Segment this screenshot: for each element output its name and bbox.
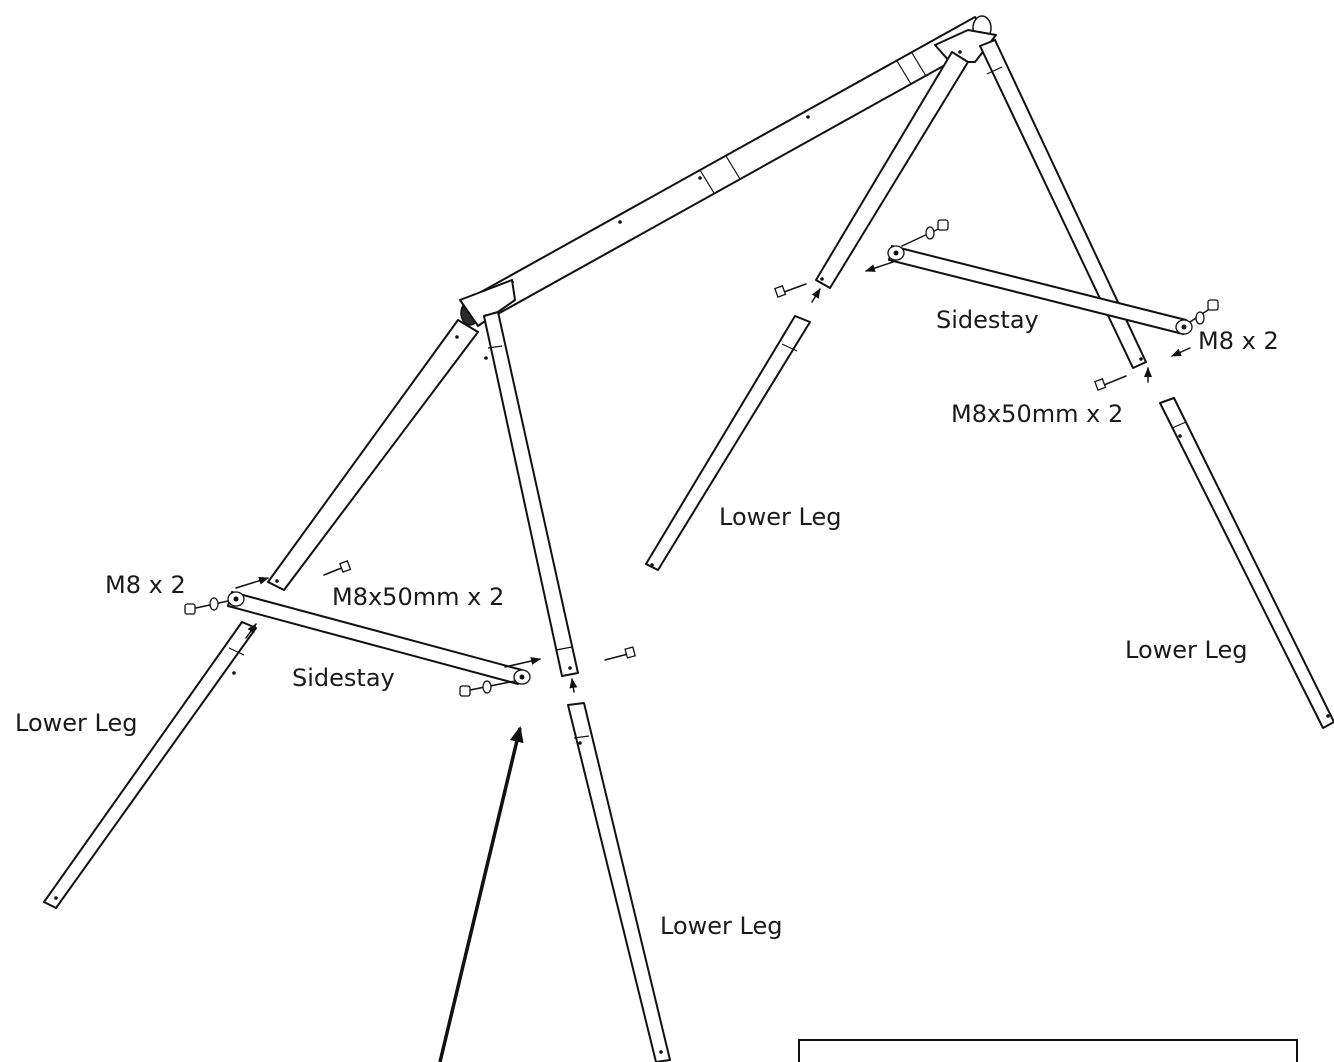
- bolt-right-label: M8x50mm x 2: [951, 400, 1123, 428]
- bolt-left-top: [323, 560, 352, 576]
- nut-washer-right-top: [901, 219, 949, 247]
- lower-leg-right: [1159, 397, 1334, 729]
- bolt-right-front: [1094, 375, 1127, 391]
- lower-leg-front-left-label: Lower Leg: [660, 912, 782, 940]
- bolt-right-back: [774, 283, 807, 298]
- top-beam: [460, 15, 992, 326]
- upper-leg-left-back: [267, 319, 479, 591]
- lower-leg-front-left: [567, 702, 671, 1062]
- lower-leg-left-label: Lower Leg: [15, 709, 137, 737]
- upper-leg-right-front: [979, 39, 1147, 369]
- sidestay-right-label: Sidestay: [936, 306, 1039, 334]
- nut-washer-left: [184, 597, 229, 615]
- sidestay-right: [887, 245, 1193, 335]
- sidestay-left-label: Sidestay: [292, 664, 395, 692]
- lower-leg-back-right: [645, 315, 811, 571]
- nut-right-label: M8 x 2: [1198, 327, 1279, 355]
- sidestay-left: [227, 591, 531, 685]
- lower-leg-back-right-label: Lower Leg: [719, 503, 841, 531]
- assembly-arrows: [235, 261, 1191, 1062]
- bolt-left-bottom: [604, 646, 636, 661]
- bolt-left-label: M8x50mm x 2: [332, 583, 504, 611]
- info-box: [798, 1039, 1298, 1062]
- upper-leg-right-back: [815, 51, 969, 289]
- lower-leg-right-label: Lower Leg: [1125, 636, 1247, 664]
- lower-leg-left: [43, 621, 257, 909]
- nut-washer-left-bottom: [459, 680, 516, 697]
- nut-left-label: M8 x 2: [105, 571, 186, 599]
- upper-leg-left-front: [483, 311, 579, 677]
- nut-washer-right: [1189, 299, 1219, 325]
